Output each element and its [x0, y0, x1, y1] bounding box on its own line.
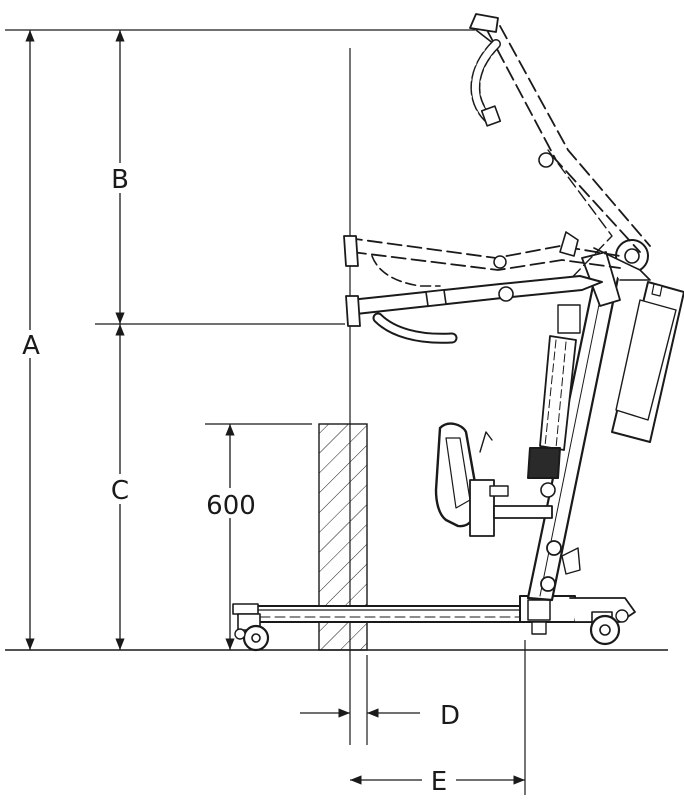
- dimension-c-label: C: [111, 476, 129, 506]
- rear-caster: [234, 613, 270, 652]
- dimension-600-label: 600: [206, 491, 256, 521]
- boom-lowered: [345, 275, 603, 344]
- front-caster: [589, 609, 629, 646]
- boom-middle: [343, 231, 621, 287]
- knee-pad: [434, 422, 556, 537]
- dimension-e-label: E: [431, 767, 447, 797]
- boom-pivot: [581, 239, 651, 307]
- dimension-d-label: D: [440, 701, 460, 731]
- lift-base: [232, 595, 636, 635]
- actuator: [527, 304, 581, 479]
- battery-pack: [611, 281, 684, 443]
- dimension-a-label: A: [22, 331, 40, 361]
- dimension-b-label: B: [111, 165, 129, 195]
- handle-raised: [470, 39, 502, 127]
- patient-lift: [232, 13, 684, 652]
